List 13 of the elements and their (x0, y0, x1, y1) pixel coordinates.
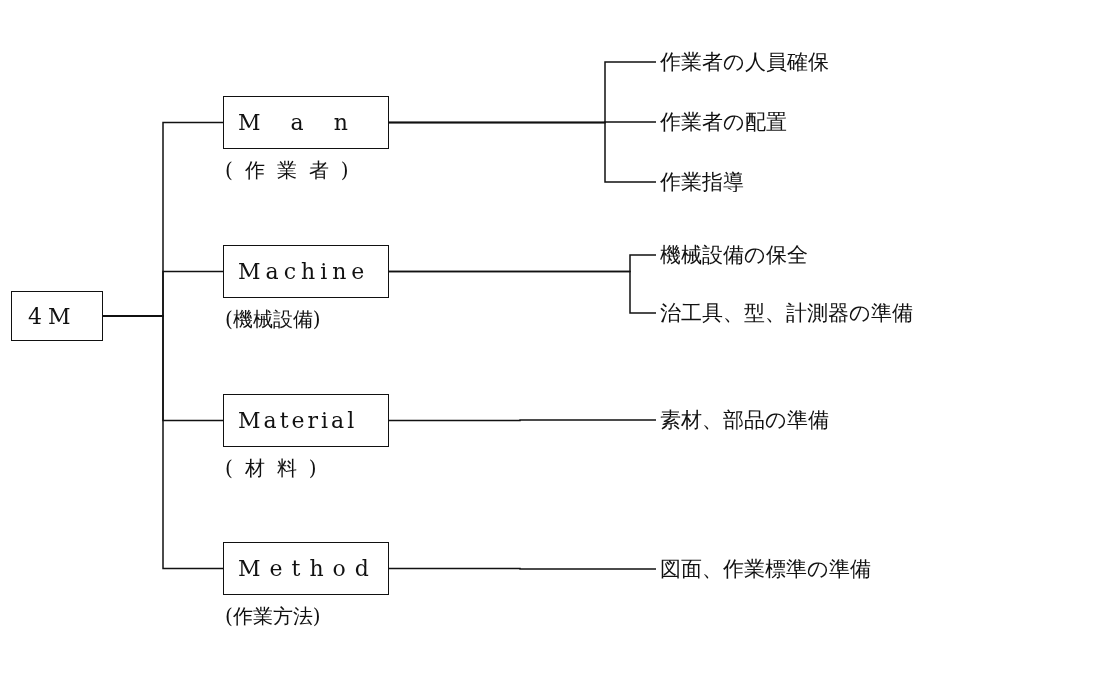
category-box: Material (223, 394, 389, 447)
category-box: Method (223, 542, 389, 595)
connector-line (388, 567, 657, 570)
category-caption: (材料) (225, 455, 329, 482)
category-caption: (機械設備) (225, 306, 321, 333)
connector-line (388, 121, 657, 183)
category-box: Man (223, 96, 389, 149)
root-box: 4M (11, 291, 103, 341)
category-caption: (作業者) (225, 157, 361, 184)
category-box: Machine (223, 245, 389, 298)
category-caption: (作業方法) (225, 603, 321, 630)
connector-line (388, 270, 657, 314)
connector-line (388, 419, 657, 422)
